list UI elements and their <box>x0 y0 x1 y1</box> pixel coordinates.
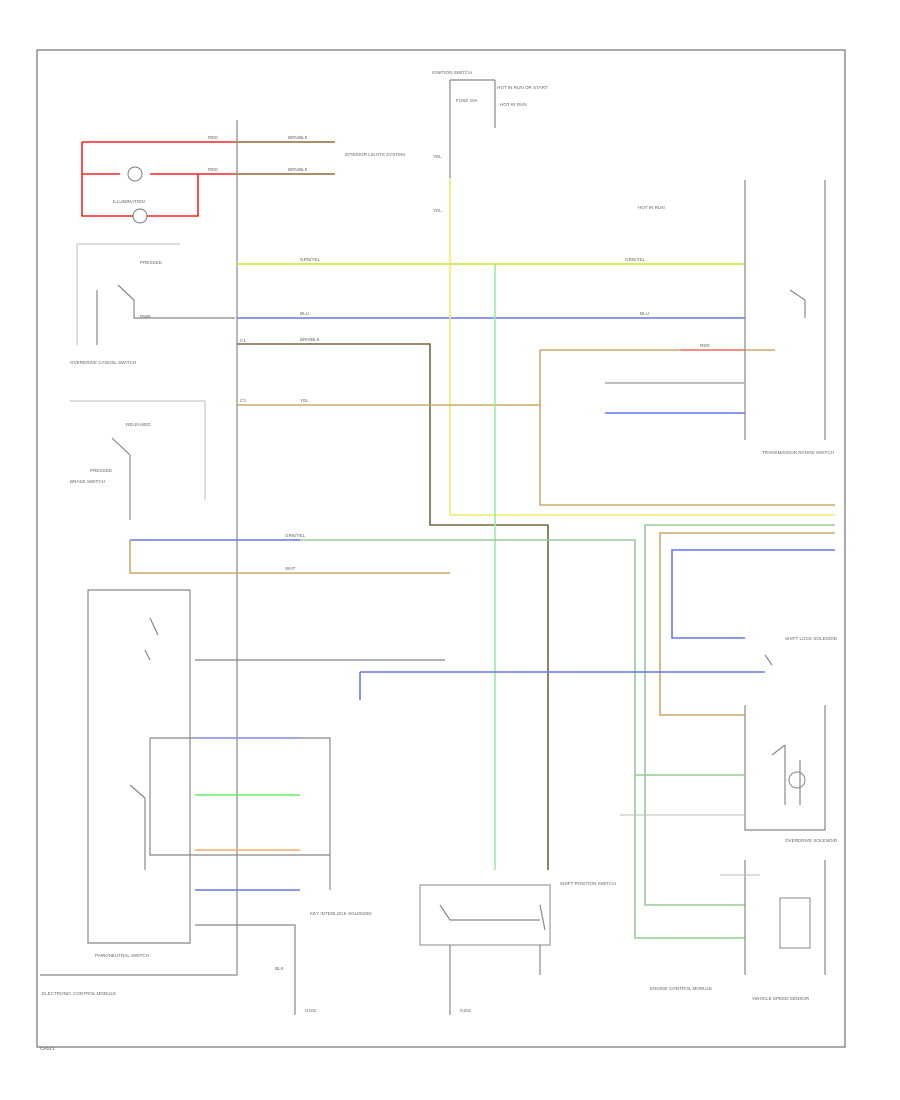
g301-label: BLK <box>275 966 285 971</box>
wire-tan-label: YEL <box>300 398 309 403</box>
transmission-range-switch-block: TRANSMISSION RANGE SWITCH HOT IN RUN <box>605 180 834 455</box>
fuse-wire-label-2: YEL <box>433 208 442 213</box>
vss-label-2: ENGINE CONTROL MODULE <box>650 986 712 991</box>
wire-grn-yel-label-2: GRN/YEL <box>625 257 646 262</box>
key-interlock-label: KEY INTERLOCK SOLENOID <box>310 911 372 916</box>
od-pwr-label: PWR <box>140 314 151 319</box>
red-label-1: RED <box>208 135 218 140</box>
od-solenoid-label: OVERDRIVE SOLENOID <box>785 838 838 843</box>
pressed-label: PRESSED <box>140 260 163 265</box>
illumination-label: ILLUMINATION <box>113 199 145 204</box>
pressed-label-2: PRESSED <box>90 468 113 473</box>
illumination-bulb-1 <box>127 166 143 182</box>
brake-switch-block: BRAKE SWITCH RELEASED PRESSED <box>70 400 206 520</box>
trs-hot-label: HOT IN RUN <box>638 205 665 210</box>
red-label-2: RED <box>208 167 218 172</box>
page-id: CRSL1 <box>40 1046 55 1051</box>
shift-position-box <box>419 884 551 946</box>
wire-grn-long <box>300 539 745 939</box>
od-solenoid-coil <box>788 771 806 789</box>
wire-tan-lower <box>129 540 450 574</box>
wire-tan-lower-label: WHT <box>285 566 296 571</box>
illumination-bulb-2 <box>132 208 148 224</box>
vss-box <box>779 897 811 949</box>
ecm-label: ELECTRONIC CONTROL MODULE <box>42 991 116 996</box>
wire-red-label-r: RED <box>700 343 710 348</box>
trs-label: TRANSMISSION RANGE SWITCH <box>762 450 834 455</box>
wire-right-blu <box>671 549 835 639</box>
brake-switch-label: BRAKE SWITCH <box>70 479 105 484</box>
ecm-vertical-bus <box>40 120 238 976</box>
vehicle-speed-sensor-block: VEHICLE SPEED SENSOR ENGINE CONTROL MODU… <box>650 860 826 1001</box>
wire-right-tan <box>659 532 835 716</box>
overdrive-cancel-switch-block: PRESSED OVERDRIVE CANCEL SWITCH PWR <box>70 243 235 365</box>
ignition-switch-block: IGNITION SWITCH HOT IN RUN OR START FUSE… <box>432 70 548 213</box>
g101-label: G101 <box>305 1008 317 1013</box>
park-neutral-switch-block: PARK/NEUTRAL SWITCH <box>87 589 445 958</box>
shift-position-label: SHIFT POSITION SWITCH <box>560 881 616 886</box>
wire-blu-grn-label: GRN/YEL <box>285 533 306 538</box>
overdrive-solenoid-block: OVERDRIVE SOLENOID <box>620 705 838 843</box>
shift-lock-label: SHIFT LOCK SOLENOID <box>785 636 838 641</box>
wire-blu-label: BLU <box>300 311 309 316</box>
wire-right-blu-2 <box>359 671 765 700</box>
wire-right-grn <box>644 524 835 906</box>
connector-c2: C2 <box>240 398 246 403</box>
wire-grn-yel-label: GRN/YEL <box>300 257 321 262</box>
released-label: RELEASED <box>126 422 151 427</box>
wire-brn <box>237 343 549 870</box>
g201-label: G201 <box>460 1008 472 1013</box>
od-cancel-label: OVERDRIVE CANCEL SWITCH <box>70 360 136 365</box>
fuse-wire-label: YEL <box>433 154 442 159</box>
park-neutral-label: PARK/NEUTRAL SWITCH <box>95 953 149 958</box>
key-interlock-block: KEY INTERLOCK SOLENOID G101 BLK <box>195 911 372 1015</box>
hot-run-label-2: HOT IN RUN <box>500 102 527 107</box>
hot-in-run-label: HOT IN RUN OR START <box>497 85 548 90</box>
diagram-frame <box>36 49 846 1048</box>
wire-blu-label-2: BLU <box>640 311 649 316</box>
wire-brn-label: BRN/BLK <box>300 337 321 342</box>
vss-label: VEHICLE SPEED SENSOR <box>752 996 810 1001</box>
fuse-label: FUSE 20A <box>456 98 479 103</box>
wire-label-brn-2: BRN/BLK <box>288 167 309 172</box>
ignition-switch-label: IGNITION SWITCH <box>432 70 472 75</box>
wire-yel <box>449 178 835 516</box>
interior-lights-label: INTERIOR LIGHTS SYSTEM <box>345 152 405 157</box>
headlight-switch-block: ILLUMINATION RED RED INTERIOR LIGHTS SYS… <box>81 135 405 224</box>
wire-label-brn-1: BRN/BLK <box>288 135 309 140</box>
shift-lock-solenoid-block: SHIFT LOCK SOLENOID <box>764 636 838 666</box>
connector-c1: C1 <box>240 338 246 343</box>
shift-position-switch-block: SHIFT POSITION SWITCH G201 <box>419 881 616 1015</box>
